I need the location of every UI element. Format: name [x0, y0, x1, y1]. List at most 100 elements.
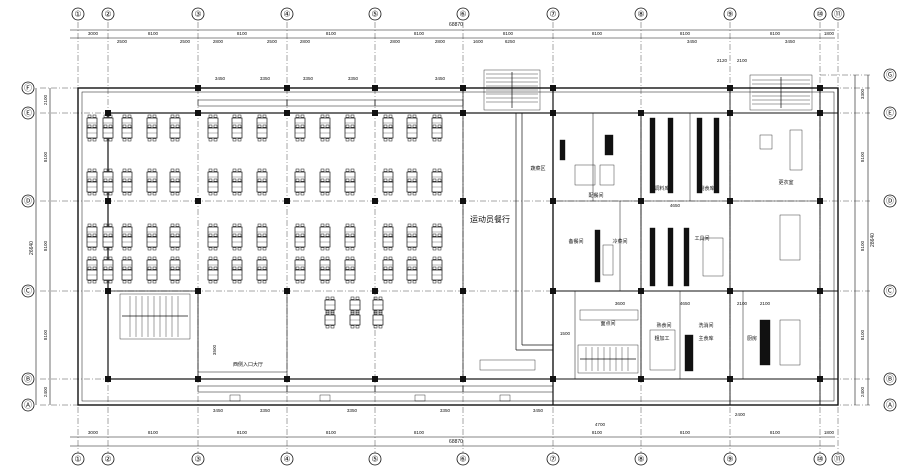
room-corridor: 西侧入口大厅 [233, 361, 263, 368]
axis-10-top: ⑩ [816, 10, 823, 19]
axis-D-left: Ⓓ [24, 197, 32, 206]
axis-D-right: Ⓓ [886, 197, 894, 206]
left-side-3: 8100 [43, 240, 48, 251]
axis-6-top: ⑥ [459, 10, 466, 19]
room-raw: 副食库 [699, 185, 714, 192]
room-serve: 备餐间 [568, 238, 583, 245]
window-bottom-1: 3450 [213, 408, 224, 413]
window-bands [197, 99, 554, 393]
axis-9-bottom: ⑨ [726, 455, 733, 464]
kitchen-equipment [229, 117, 803, 402]
dining-table [349, 296, 361, 314]
dining-table [349, 311, 361, 329]
window-bottom-4: 3350 [440, 408, 451, 413]
bay-top-5: 8100 [414, 31, 425, 36]
right-side-1: 2400 [860, 386, 865, 397]
mid-dim-8: 1500 [560, 331, 571, 336]
axis-7-top: ⑦ [549, 10, 556, 19]
window-bottom-5: 3450 [533, 408, 544, 413]
sub-top-3: 2500 [267, 39, 278, 44]
right-total: 28640 [870, 233, 876, 247]
bay-bottom-1: 3000 [88, 430, 99, 435]
dimension-lines [35, 29, 869, 447]
sub-top-10: 3450 [687, 39, 698, 44]
dining-table [324, 296, 336, 314]
stair-dim-1: 2120 [717, 58, 728, 63]
bay-bottom-9: 8100 [770, 430, 781, 435]
axis-4-top: ④ [283, 10, 290, 19]
sub-top-7: 2800 [435, 39, 446, 44]
axis-2-bottom: ② [104, 455, 111, 464]
axis-3-bottom: ③ [194, 455, 201, 464]
window-top-2: 3350 [260, 76, 271, 81]
sub-top-4: 2800 [213, 39, 224, 44]
right-side-2: 8100 [860, 329, 865, 340]
window-bottom-2: 3350 [260, 408, 271, 413]
axis-5-top: ⑤ [371, 10, 378, 19]
sub-top-11: 3450 [785, 39, 796, 44]
room-office: 厨房 [747, 335, 757, 342]
dining-hall-label: 运动员餐行 [470, 214, 510, 224]
axis-E-right: Ⓔ [886, 109, 894, 118]
bay-bottom-8: 8100 [680, 430, 691, 435]
stair-west [119, 293, 191, 340]
right-side-5: 3300 [860, 88, 865, 99]
window-top-1: 3450 [215, 76, 226, 81]
room-cooking: 熟食间 [656, 322, 671, 329]
dining-tables [86, 114, 443, 329]
bay-top-9: 8100 [770, 31, 781, 36]
axis-8-bottom: ⑧ [637, 455, 644, 464]
axis-1-bottom: ① [74, 455, 81, 464]
axis-1-top: ① [74, 10, 81, 19]
right-side-3: 8100 [860, 240, 865, 251]
dimension-text: 68870 68870 3000 8100 8100 8100 8100 810… [29, 22, 876, 445]
mid-dim-5: 2100 [760, 301, 771, 306]
right-side-4: 8100 [860, 151, 865, 162]
axis-11-top: ⑪ [834, 10, 842, 19]
stair-north [483, 69, 541, 111]
axis-A-left: Ⓐ [24, 401, 32, 410]
mid-dim-4: 2100 [737, 301, 748, 306]
sub-top-5: 2800 [300, 39, 311, 44]
dining-table [372, 296, 384, 314]
window-top-4: 3350 [348, 76, 359, 81]
room-prep: 配餐间 [588, 192, 603, 199]
window-top-3: 3350 [303, 76, 314, 81]
room-storage-a: 蔬菜区 [530, 165, 545, 172]
sub-top-2: 2500 [180, 39, 191, 44]
bay-bottom-2: 8100 [148, 430, 159, 435]
room-fry: 粗加工 [654, 335, 669, 342]
axis-labels-top: ① ② ③ ④ ⑤ ⑥ ⑦ ⑧ ⑨ ⑩ ⑪ [71, 7, 845, 21]
axis-G-right: Ⓖ [886, 71, 894, 80]
bay-bottom-3: 8100 [237, 430, 248, 435]
mid-dim-1: 4650 [670, 203, 681, 208]
left-total: 26640 [29, 241, 35, 255]
stair-dim-2: 2100 [737, 58, 748, 63]
mid-dim-2: 3600 [615, 301, 626, 306]
sub-top-1: 2500 [117, 39, 128, 44]
bay-top-2: 8100 [148, 31, 159, 36]
bay-top-8: 8100 [680, 31, 691, 36]
dining-table [372, 311, 384, 329]
bay-bottom-10: 1800 [824, 430, 835, 435]
axis-labels-bottom: ① ② ③ ④ ⑤ ⑥ ⑦ ⑧ ⑨ ⑩ ⑪ [71, 452, 845, 466]
bay-top-10: 1800 [824, 31, 835, 36]
room-cold: 冷菜间 [612, 238, 627, 245]
axis-8-top: ⑧ [637, 10, 644, 19]
room-stock: 调料库 [654, 185, 669, 192]
room-labels: 运动员餐行 蔬菜区 配餐间 调料库 副食库 更衣室 备餐间 冷菜间 工具间 熟食… [233, 165, 794, 368]
sub-top-9: 6250 [505, 39, 516, 44]
stair-south [577, 344, 639, 374]
axis-labels-left: Ⓐ Ⓑ Ⓒ Ⓓ Ⓔ Ⓕ [21, 81, 35, 412]
room-staff: 更衣室 [778, 179, 793, 186]
axis-5-bottom: ⑤ [371, 455, 378, 464]
total-length-top: 68870 [449, 22, 463, 28]
bay-bottom-5: 8100 [414, 430, 425, 435]
columns [105, 85, 823, 382]
left-side-1: 2400 [43, 386, 48, 397]
axis-labels-right: Ⓐ Ⓑ Ⓒ Ⓓ Ⓔ Ⓖ [883, 68, 897, 412]
bay-top-6: 8100 [503, 31, 514, 36]
axis-B-left: Ⓑ [24, 375, 32, 384]
building-walls [77, 87, 839, 406]
